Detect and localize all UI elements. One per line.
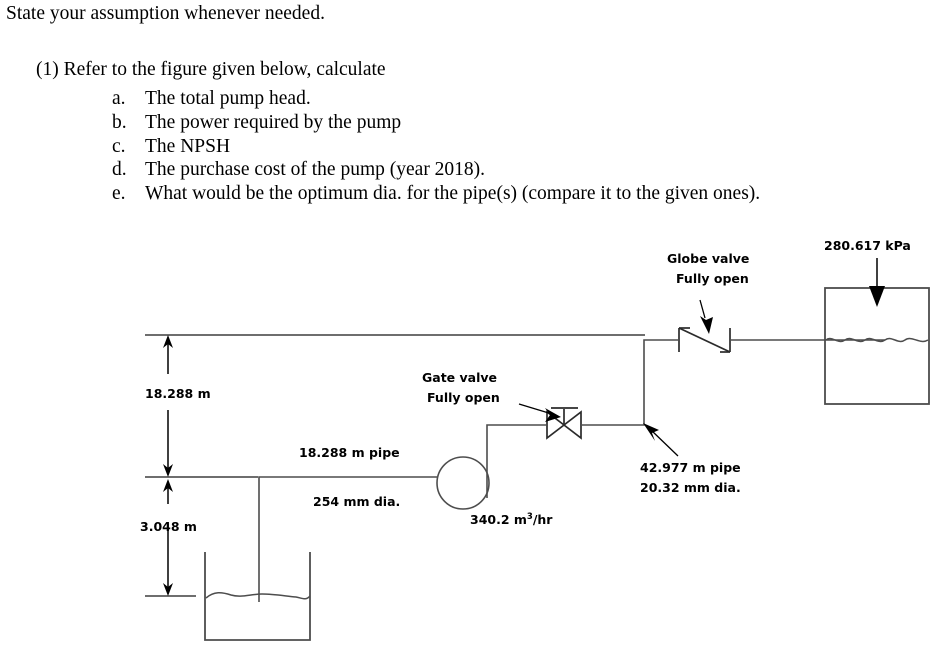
assumption-statement: State your assumption whenever needed.: [6, 3, 325, 24]
pump-body: [436, 456, 490, 510]
sub-question-a-text: The total pump head.: [145, 88, 311, 109]
sub-question-c-marker: c.: [112, 135, 126, 157]
pump-system-diagram: 18.288 m 3.048 m 18.288 m pipe 254 mm di…: [0, 234, 934, 649]
sub-question-list: a. The total pump head. b. The power requi…: [112, 87, 760, 206]
globe-valve: [678, 327, 731, 353]
discharge-pipe-leader: [643, 423, 679, 457]
globe-valve-body: [678, 327, 731, 353]
discharge-pressure-label: 280.617 kPa: [824, 238, 911, 253]
sub-question-e-marker: e.: [112, 183, 126, 205]
discharge-pressure-arrow: [869, 258, 885, 307]
sub-question-e-text: What would be the optimum dia. for the p…: [145, 183, 761, 205]
gate-valve-label-line1: Gate valve: [422, 370, 497, 385]
globe-valve-leader: [699, 299, 713, 334]
sub-question-e: e. What would be the optimum dia. for the…: [112, 182, 760, 206]
sub-question-d-marker: d.: [112, 159, 127, 181]
pump-discharge-pipe: [486, 424, 546, 498]
sub-question-c-text: The NPSH: [145, 135, 231, 157]
gate-valve-leader: [518, 403, 561, 422]
discharge-pipe-diameter-label: 20.32 mm dia.: [640, 480, 741, 495]
suction-pipe-length-label: 18.288 m pipe: [299, 445, 400, 460]
sub-question-b: b. The power required by the pump: [112, 111, 760, 135]
gate-valve-label-line2: Fully open: [427, 390, 500, 405]
suction-tank: [204, 552, 311, 641]
flow-rate-label: 340.2 m3/hr: [470, 512, 553, 527]
sub-question-d-text: The purchase cost of the pump (year 2018…: [145, 159, 486, 181]
elevation-dimension-upper: [163, 335, 173, 477]
flow-rate-unit: /hr: [533, 512, 553, 527]
suction-pipe: [258, 476, 437, 602]
elevation-upper-label: 18.288 m: [145, 386, 211, 401]
flow-rate-exponent: 3: [527, 512, 533, 522]
elevation-lower-label: 3.048 m: [140, 519, 197, 534]
discharge-riser-pipe: [581, 339, 678, 426]
suction-tank-water-surface: [205, 592, 311, 600]
question-prompt: (1) Refer to the figure given below, cal…: [36, 59, 386, 80]
sub-question-a: a. The total pump head.: [112, 87, 760, 111]
flow-rate-value: 340.2 m: [470, 512, 527, 527]
globe-valve-label-line2: Fully open: [676, 271, 749, 286]
discharge-pipe-length-label: 42.977 m pipe: [640, 460, 741, 475]
sub-question-b-marker: b.: [112, 111, 127, 133]
elevation-dimension-lower: [163, 479, 173, 596]
discharge-tank-water-surface: [825, 337, 929, 343]
svg-text:340.2 m3/hr: 340.2 m3/hr: [470, 512, 553, 527]
suction-pipe-diameter-label: 254 mm dia.: [313, 494, 400, 509]
sub-question-a-marker: a.: [112, 88, 126, 109]
pump: [436, 456, 490, 510]
sub-question-b-text: The power required by the pump: [145, 111, 402, 133]
globe-valve-label-line1: Globe valve: [667, 251, 749, 266]
gate-valve-body-right: [562, 410, 582, 440]
sub-question-d: d. The purchase cost of the pump (year 20…: [112, 158, 760, 182]
sub-question-c: c. The NPSH: [112, 135, 760, 159]
suction-tank-walls: [204, 552, 311, 641]
